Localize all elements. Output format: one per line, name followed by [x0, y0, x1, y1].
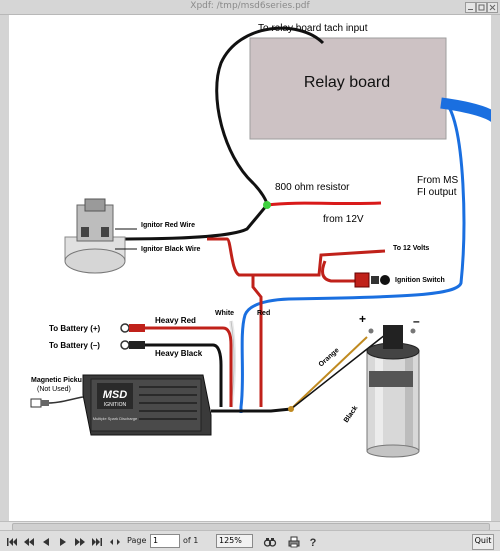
ignition-coil-icon: [366, 325, 420, 458]
magnetic-pickup-connector-icon: [30, 398, 49, 408]
magnetic-pickup-label: Magnetic Pickup: [31, 377, 86, 384]
ignition-switch-label: Ignition Switch: [395, 277, 445, 284]
last-page-icon: [92, 538, 102, 546]
orange-wire: [290, 336, 368, 410]
ignitor-black-label: Ignitor Black Wire: [141, 246, 201, 253]
heavy-red-label: Heavy Red: [155, 316, 196, 325]
double-right-icon: [75, 538, 85, 546]
ignition-switch-icon: [354, 272, 390, 288]
svg-text:?: ?: [310, 537, 317, 549]
black-coil-wire: [290, 326, 396, 410]
next-page-button[interactable]: [55, 534, 71, 550]
coil-wire-junction: [288, 406, 294, 412]
ms-fi-output-wire: [239, 106, 466, 413]
msd-output-black-wire: [211, 407, 292, 413]
from-ms-label: From MS: [417, 175, 458, 186]
history-arrows-icon: [110, 539, 120, 545]
minimize-button[interactable]: [465, 2, 476, 13]
first-page-button[interactable]: [4, 534, 20, 550]
wiring-diagram: Relay board To relay board tach input Fr…: [30, 23, 491, 458]
tach-wire: [118, 26, 325, 241]
battery-neg-label: To Battery (–): [49, 341, 100, 350]
msd-ignition-box: [82, 374, 212, 436]
pickup-wire: [48, 396, 84, 404]
left-arrow-icon: [43, 538, 49, 546]
find-button[interactable]: [262, 534, 278, 550]
battery-pos-terminal-icon: [120, 323, 145, 333]
heavy-black-wire: [145, 343, 223, 407]
black-label: Black: [343, 405, 360, 424]
tach-input-label: To relay board tach input: [258, 23, 368, 34]
msd-logo: MSD: [103, 389, 128, 401]
battery-neg-terminal-icon: [120, 340, 145, 350]
right-arrow-icon: [60, 538, 66, 546]
coil-positive-label: +: [359, 312, 366, 326]
quit-button[interactable]: Quit: [472, 534, 494, 550]
resistor-12v-wire: [266, 201, 382, 207]
msd-box-caption: Multiple Spark Discharge: [93, 416, 138, 421]
coil-negative-label: –: [413, 314, 420, 328]
title-bar: Xpdf: /tmp/msd6series.pdf: [0, 0, 500, 15]
resistor-label: 800 ohm resistor: [275, 182, 350, 193]
page-label: Page: [127, 536, 147, 545]
help-button[interactable]: ?: [305, 534, 321, 550]
from-12v-label: from 12V: [323, 214, 364, 225]
red-wire-label: Red: [257, 310, 270, 317]
relay-board-box: [249, 37, 447, 140]
maximize-button[interactable]: [476, 2, 487, 13]
heavy-black-label: Heavy Black: [155, 349, 203, 358]
fi-output-label: FI output: [417, 187, 457, 198]
back-many-button[interactable]: [21, 534, 37, 550]
ignitor-leader-lines: [115, 228, 137, 250]
twelve-volt-wire: [253, 249, 386, 277]
distributor-icon: [64, 198, 126, 274]
printer-icon: [288, 536, 300, 548]
double-left-icon: [24, 538, 34, 546]
previous-page-button[interactable]: [38, 534, 54, 550]
to-12-volts-label: To 12 Volts: [393, 245, 429, 252]
zoom-select[interactable]: 125%: [216, 534, 253, 548]
switch-wire: [321, 260, 355, 283]
close-icon: [489, 4, 496, 11]
ignitor-red-label: Ignitor Red Wire: [141, 222, 195, 229]
ms-connector-cable: [440, 97, 491, 123]
binoculars-icon: [263, 538, 277, 547]
resistor-junction: [263, 201, 271, 209]
print-button[interactable]: [286, 534, 302, 550]
battery-pos-label: To Battery (+): [49, 324, 101, 333]
first-page-icon: [7, 538, 17, 546]
ignitor-red-wire: [207, 237, 263, 407]
forward-many-button[interactable]: [72, 534, 88, 550]
white-wire-label: White: [215, 310, 234, 317]
msd-subtitle: IGNITION: [104, 402, 127, 408]
last-page-button[interactable]: [89, 534, 105, 550]
page-number-input[interactable]: 1: [150, 534, 180, 548]
minimize-icon: [468, 9, 473, 10]
toolbar: Page 1 of 1 125% ? Quit: [0, 530, 500, 551]
history-back-forward-button[interactable]: [107, 534, 123, 550]
maximize-icon: [478, 4, 485, 11]
page-count-label: of 1: [183, 536, 199, 545]
document-canvas[interactable]: Relay board To relay board tach input Fr…: [9, 15, 491, 521]
close-button[interactable]: [487, 2, 498, 13]
heavy-red-wire: [145, 326, 233, 407]
window-title: Xpdf: /tmp/msd6series.pdf: [190, 1, 310, 11]
not-used-label: (Not Used): [37, 386, 71, 393]
relay-board-label: Relay board: [304, 74, 390, 91]
help-icon: ?: [310, 537, 317, 549]
